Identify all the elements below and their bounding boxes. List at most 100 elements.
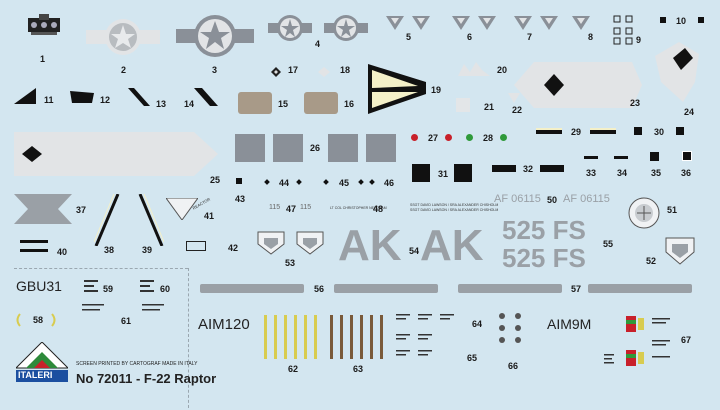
decal-number: 53 (285, 258, 296, 268)
decal-number: 54 (409, 246, 420, 256)
stripe-decal (93, 193, 120, 247)
decal-number: 10 (676, 16, 687, 26)
wing-walk-decal (14, 132, 218, 176)
decal-number: 43 (235, 194, 246, 204)
black-wedge-decal (14, 88, 36, 104)
divider (14, 268, 188, 269)
grey-shape-decal (458, 62, 490, 76)
serial: AF 06115 (563, 193, 610, 205)
panel-decal (273, 134, 303, 162)
decal-number: 13 (156, 99, 167, 109)
square-decal (412, 164, 430, 182)
grey-shape-decal (508, 90, 520, 103)
decal-number: 52 (646, 256, 657, 266)
stripe-decal (20, 240, 48, 243)
star-insignia-icon (176, 14, 254, 58)
tail-code: AK (420, 221, 484, 270)
small-placards-decal (612, 14, 638, 46)
decal-number: 2 (121, 65, 127, 75)
decal-number: 39 (142, 245, 153, 255)
stencil-group (84, 280, 98, 300)
decal-number: 36 (681, 168, 692, 178)
intake-decal (655, 42, 699, 102)
diamond-decal (264, 179, 270, 185)
stripe-decal (614, 156, 628, 159)
stencil-group (604, 352, 614, 366)
decal-number: 60 (160, 284, 171, 294)
stripe-decal (540, 165, 564, 172)
star-insignia-icon (268, 14, 312, 42)
green-light-decal (500, 134, 507, 141)
decal-number: 12 (100, 95, 111, 105)
squadron-code: 525 FS (502, 215, 586, 245)
decal-number: 17 (288, 65, 299, 75)
placard-decal (186, 241, 206, 251)
missile-band-decal (262, 315, 322, 359)
decal-number: 15 (278, 99, 289, 109)
decal-number: 62 (288, 364, 299, 374)
decal-number: 45 (339, 178, 350, 188)
chevron-decal (14, 194, 72, 224)
gbu-label: GBU31 (16, 278, 62, 294)
decal-number: 3 (212, 65, 218, 75)
missile-band-decal (328, 315, 388, 359)
squadron-code: 525 FS (502, 243, 586, 273)
diamond-decal (271, 64, 281, 77)
red-light-decal (411, 134, 418, 141)
decal-number: 51 (667, 205, 678, 215)
black-wedge-decal (128, 88, 150, 106)
decal-number: 38 (104, 245, 115, 255)
decal-number: 64 (472, 319, 483, 329)
serial: AF 06115 (494, 193, 541, 205)
decal-number: 55 (603, 239, 614, 249)
small-115: 115 (300, 204, 312, 211)
kit-title: No 72011 - F-22 Raptor (76, 371, 217, 386)
decal-number: 11 (44, 95, 54, 105)
square-decal (660, 17, 666, 23)
printed-by: SCREEN PRINTED BY CARTOGRAF MADE IN ITAL… (76, 361, 198, 367)
warning-triangle-decal (165, 197, 199, 221)
decal-number: 5 (406, 32, 412, 42)
stencil-strip (200, 284, 304, 293)
decal-number: 66 (508, 361, 519, 371)
decal-number: 16 (344, 99, 355, 109)
square-decal (698, 17, 704, 23)
square-decal (456, 98, 470, 112)
decal-number: 56 (314, 284, 325, 294)
decal-number: 23 (630, 98, 641, 108)
stripe-decal (584, 156, 598, 159)
wing-chevron-icon (386, 14, 600, 34)
decal-number: 1 (40, 54, 46, 64)
tail-stripe-decal (368, 64, 426, 114)
stencil-strip (588, 284, 692, 293)
black-wedge-decal (70, 90, 94, 103)
diamond-decal (323, 179, 329, 185)
square-decal (650, 152, 659, 161)
panel-decal (304, 92, 338, 114)
stripe-decal (590, 128, 616, 134)
decal-number: 46 (384, 178, 395, 188)
decal-number: 41 (204, 211, 215, 221)
decal-number: 63 (353, 364, 364, 374)
diamond-decal (358, 179, 364, 185)
divider (188, 268, 189, 408)
decal-number: 7 (527, 32, 533, 42)
decal-number: 32 (523, 164, 534, 174)
square-decal (676, 127, 684, 135)
stencil-group (652, 316, 680, 364)
decal-number: 18 (340, 65, 351, 75)
red-light-decal (445, 134, 452, 141)
decal-number: 61 (121, 316, 132, 326)
decal-number: 40 (57, 247, 68, 257)
stencil-strip (458, 284, 562, 293)
decal-number: 34 (617, 168, 628, 178)
green-light-decal (466, 134, 473, 141)
panel-decal (238, 92, 272, 114)
decal-number: 50 (547, 195, 558, 205)
decal-number: 24 (684, 107, 695, 117)
decal-number: 65 (467, 353, 478, 363)
panel-decal (235, 134, 265, 162)
black-wedge-decal (194, 88, 218, 106)
wing-walk-decal (514, 62, 642, 108)
